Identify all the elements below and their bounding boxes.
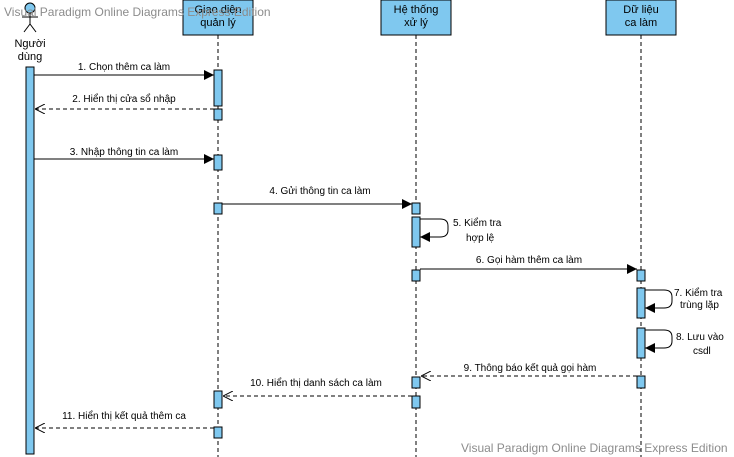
lifeline-ui-label-line-2: quản lý <box>200 17 236 29</box>
message-11-label: 11. Hiển thị kết quả thêm ca <box>62 410 186 422</box>
activation-ui-3 <box>213 154 223 171</box>
activation-sys-5 <box>411 395 421 409</box>
lifeline-sys-header: Hệ thống xử lý <box>380 0 452 36</box>
activation-sys-1 <box>411 202 421 215</box>
lifeline-ui-header: Giao diện quản lý <box>182 0 254 36</box>
message-5-arrow <box>420 218 449 242</box>
lifeline-sys-label-line-1: Hệ thống <box>394 4 439 16</box>
message-5-label-line-1: 5. Kiểm tra <box>453 217 502 229</box>
activation-data-2 <box>636 287 646 319</box>
activation-user <box>25 66 35 455</box>
lifeline-ui-label-line-1: Giao diện <box>194 4 241 16</box>
message-6: 6. Gọi hàm thêm ca làm <box>420 255 637 274</box>
activation-ui-4 <box>213 202 223 215</box>
message-7-label-line-1: 7. Kiểm tra <box>674 287 723 299</box>
message-5-label-line-2: hợp lệ <box>466 233 495 244</box>
message-10-label: 10. Hiển thị danh sách ca làm <box>250 377 382 389</box>
activation-sys-4 <box>411 376 421 389</box>
activation-sys-3 <box>411 269 421 282</box>
watermark-bottom: Visual Paradigm Online Diagrams Express … <box>461 441 728 455</box>
message-1: 1. Chọn thêm ca làm <box>34 62 214 80</box>
message-3-label: 3. Nhập thông tin ca làm <box>70 147 178 158</box>
message-8: 8. Lưu vào csdl <box>645 329 724 357</box>
activation-data-1 <box>636 269 646 282</box>
message-8-label-line-1: 8. Lưu vào <box>676 332 724 343</box>
lifeline-sys-label-line-2: xử lý <box>404 17 428 29</box>
activation-ui-6 <box>213 426 223 439</box>
lifeline-data-label-line-1: Dữ liệu <box>623 4 659 16</box>
message-2: 2. Hiển thị cửa sổ nhập <box>35 93 214 109</box>
lifeline-data-label-line-2: ca làm <box>625 17 657 29</box>
message-6-label: 6. Gọi hàm thêm ca làm <box>476 255 582 266</box>
message-7-label-line-2: trùng lặp <box>680 300 719 311</box>
actor-user: Người dùng <box>14 2 46 63</box>
message-10: 10. Hiển thị danh sách ca làm <box>223 377 412 396</box>
message-8-arrow <box>645 329 673 353</box>
stick-figure-icon <box>22 2 38 33</box>
lifeline-data-header: Dữ liệu ca làm <box>605 0 677 36</box>
message-5: 5. Kiểm tra hợp lệ <box>420 217 502 244</box>
message-4-label: 4. Gửi thông tin ca làm <box>269 185 370 197</box>
activation-data-3 <box>636 327 646 359</box>
message-2-label: 2. Hiển thị cửa sổ nhập <box>72 93 176 105</box>
message-8-label-line-2: csdl <box>693 346 711 357</box>
watermark-top: Visual Paradigm Online Diagrams Express … <box>4 5 271 19</box>
message-9: 9. Thông báo kết quả gọi hàm <box>421 362 637 376</box>
activation-ui-2 <box>213 108 223 121</box>
actor-label-line-2: dùng <box>18 51 42 63</box>
message-4: 4. Gửi thông tin ca làm <box>222 185 412 209</box>
actor-label-line-1: Người <box>14 38 45 50</box>
message-1-label: 1. Chọn thêm ca làm <box>78 62 170 73</box>
message-11: 11. Hiển thị kết quả thêm ca <box>35 410 214 428</box>
activation-sys-2 <box>411 216 421 248</box>
message-9-label: 9. Thông báo kết quả gọi hàm <box>464 362 597 374</box>
activation-data-4 <box>636 375 646 389</box>
message-3: 3. Nhập thông tin ca làm <box>34 147 214 164</box>
message-7-arrow <box>645 289 673 313</box>
activation-ui-5 <box>213 390 223 409</box>
activation-ui-1 <box>213 69 223 107</box>
message-7: 7. Kiểm tra trùng lặp <box>645 287 723 313</box>
